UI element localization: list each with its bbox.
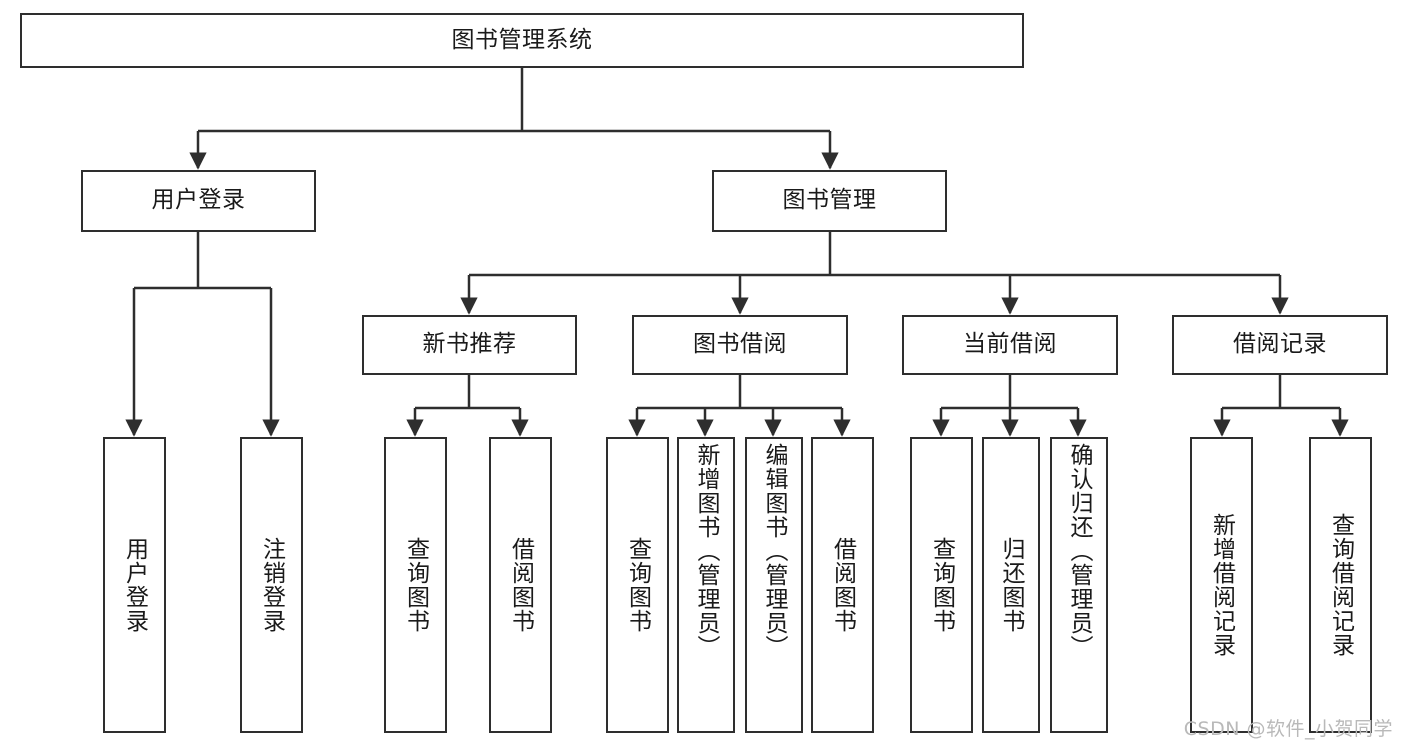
node-label: 图书借阅 <box>693 331 787 358</box>
node-label: 用户登录 <box>151 187 246 214</box>
leaf-book-borrow-edit-book-admin[interactable]: 编辑图书（管理员） <box>745 437 803 733</box>
node-label: 图书管理 <box>782 187 877 214</box>
leaf-current-borrow-confirm-return-admin[interactable]: 确认归还（管理员） <box>1050 437 1108 733</box>
leaf-user-login-login[interactable]: 用户登录 <box>103 437 166 733</box>
node-label: 确认归还（管理员） <box>1066 443 1093 659</box>
node-book-borrow[interactable]: 图书借阅 <box>632 315 848 375</box>
node-book-management[interactable]: 图书管理 <box>712 170 947 232</box>
node-label: 借阅图书 <box>507 537 534 633</box>
node-label: 新书推荐 <box>422 331 517 358</box>
node-current-borrow[interactable]: 当前借阅 <box>902 315 1118 375</box>
node-label: 编辑图书（管理员） <box>761 443 788 659</box>
node-label: 查询借阅记录 <box>1327 513 1354 657</box>
node-label: 用户登录 <box>121 537 148 633</box>
leaf-user-login-logout[interactable]: 注销登录 <box>240 437 303 733</box>
node-new-book-recommend[interactable]: 新书推荐 <box>362 315 577 375</box>
leaf-new-book-query-book[interactable]: 查询图书 <box>384 437 447 733</box>
node-label: 查询图书 <box>624 537 651 633</box>
node-label: 注销登录 <box>258 537 285 633</box>
leaf-book-borrow-borrow-book[interactable]: 借阅图书 <box>811 437 874 733</box>
leaf-borrow-record-add-record[interactable]: 新增借阅记录 <box>1190 437 1253 733</box>
node-borrow-record[interactable]: 借阅记录 <box>1172 315 1388 375</box>
leaf-new-book-borrow-book[interactable]: 借阅图书 <box>489 437 552 733</box>
node-label: 查询图书 <box>402 537 429 633</box>
leaf-current-borrow-query-book[interactable]: 查询图书 <box>910 437 973 733</box>
leaf-book-borrow-query-book[interactable]: 查询图书 <box>606 437 669 733</box>
node-book-management-system[interactable]: 图书管理系统 <box>20 13 1024 68</box>
leaf-borrow-record-query-record[interactable]: 查询借阅记录 <box>1309 437 1372 733</box>
node-label: 新增借阅记录 <box>1208 513 1235 657</box>
node-label: 图书管理系统 <box>451 26 593 53</box>
node-label: 归还图书 <box>998 537 1025 633</box>
node-label: 借阅图书 <box>829 537 856 633</box>
leaf-book-borrow-add-book-admin[interactable]: 新增图书（管理员） <box>677 437 735 733</box>
node-label: 借阅记录 <box>1233 331 1327 358</box>
node-label: 新增图书（管理员） <box>693 443 720 659</box>
leaf-current-borrow-return-book[interactable]: 归还图书 <box>982 437 1040 733</box>
node-user-login[interactable]: 用户登录 <box>81 170 316 232</box>
node-label: 当前借阅 <box>963 331 1057 358</box>
node-label: 查询图书 <box>928 537 955 633</box>
